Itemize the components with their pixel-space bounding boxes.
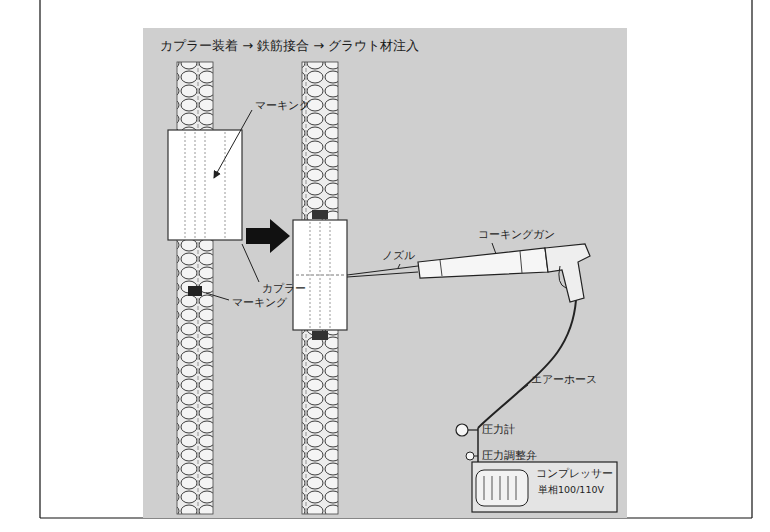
part-label: 圧力計 <box>482 423 515 436</box>
part-label: エアーホース <box>531 373 597 386</box>
part-label: カプラー <box>262 282 306 295</box>
part-label: ノズル <box>382 249 415 262</box>
note-label: 単相100/110V <box>538 484 604 495</box>
part-label: 圧力調整弁 <box>482 449 537 462</box>
diagram-title: カプラー装着 → 鉄筋接合 → グラウト材注入 <box>160 38 419 54</box>
part-label: コンプレッサー <box>536 467 613 480</box>
part-label: マーキング <box>232 296 287 309</box>
part-label: コーキングガン <box>478 228 555 241</box>
part-label: マーキング <box>255 99 310 112</box>
